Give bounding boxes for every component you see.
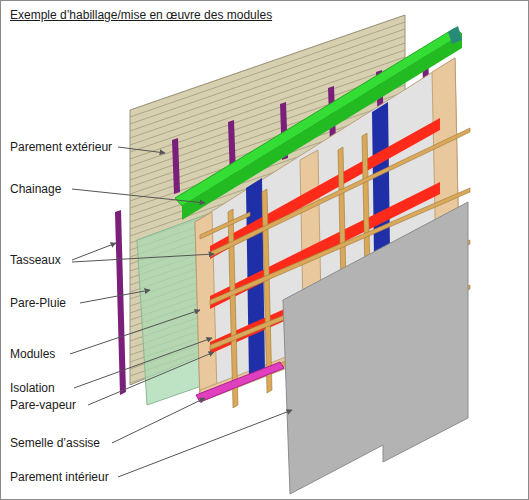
chainage-end — [448, 26, 462, 44]
interior-panel — [283, 202, 468, 494]
part-label: Parement intérieur — [10, 470, 109, 484]
leader-lines — [70, 147, 292, 477]
part-label: Isolation — [10, 381, 55, 395]
part-label: Chainage — [10, 182, 61, 196]
part-label: Pare-vapeur — [10, 398, 76, 412]
part-label: Pare-Pluie — [10, 296, 66, 310]
part-label: Semelle d’assise — [10, 436, 100, 450]
chainage-beam — [175, 28, 462, 206]
part-label: Parement extérieur — [10, 140, 112, 154]
part-label: Modules — [10, 347, 55, 361]
title: Exemple d’habillage/mise en œuvre des mo… — [10, 8, 272, 22]
chainage-side — [182, 34, 462, 220]
sill-plate — [196, 362, 284, 402]
part-label: Tasseaux — [10, 253, 61, 267]
cladding-stripe — [130, 29, 405, 124]
